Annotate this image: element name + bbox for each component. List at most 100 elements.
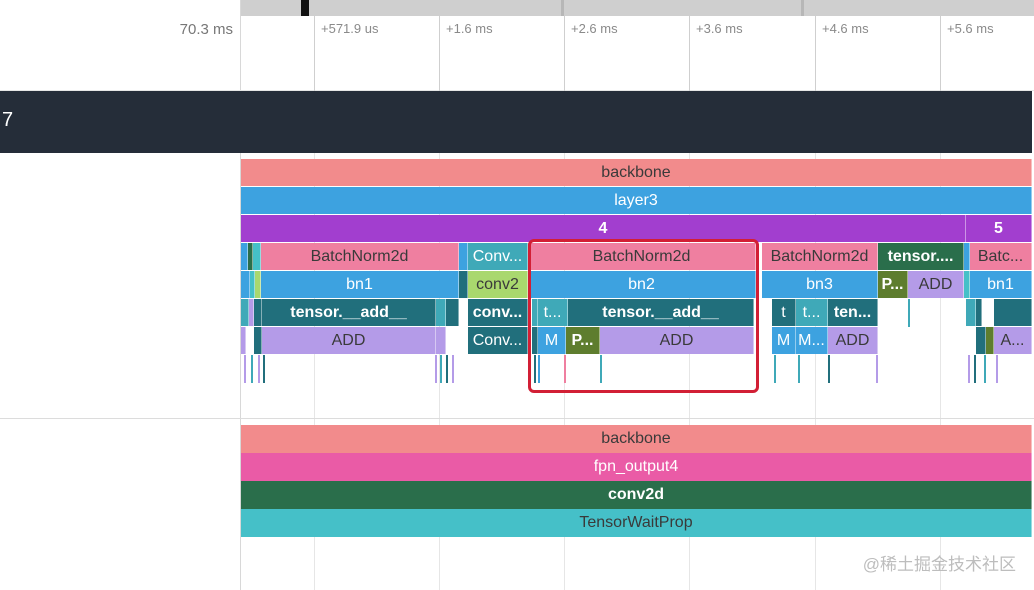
slice-tensor-wait-prop[interactable]: TensorWaitProp — [241, 509, 1032, 537]
slice-p[interactable]: P... — [566, 327, 600, 354]
slice-small[interactable] — [241, 243, 248, 270]
slice-thin[interactable] — [564, 355, 566, 383]
slice-conv[interactable]: conv... — [468, 299, 528, 326]
ruler-tick-label: +3.6 ms — [696, 21, 743, 36]
ruler-tick-label: +571.9 us — [321, 21, 379, 36]
slice-small[interactable] — [253, 243, 261, 270]
overview-segment — [561, 0, 564, 16]
slice-small[interactable] — [976, 327, 986, 354]
ruler-tick — [689, 16, 690, 91]
slice-conv2[interactable]: conv2 — [468, 271, 528, 298]
watermark-text: @稀土掘金技术社区 — [862, 555, 1016, 574]
track-separator — [0, 418, 1034, 419]
slice-thin[interactable] — [798, 355, 800, 383]
slice-thin[interactable] — [534, 355, 536, 383]
slice-small[interactable] — [436, 327, 446, 354]
slice-small[interactable] — [250, 271, 255, 298]
slice-layer3[interactable]: layer3 — [241, 187, 1032, 214]
slice-tensor[interactable]: ten... — [828, 299, 878, 326]
slice-t[interactable]: t... — [796, 299, 828, 326]
slice-bn3[interactable]: bn3 — [762, 271, 878, 298]
slice-small[interactable] — [976, 299, 982, 326]
time-ruler[interactable]: 70.3 ms — [0, 16, 1034, 91]
slice-thin[interactable] — [258, 355, 260, 383]
ruler-tick-label: +1.6 ms — [446, 21, 493, 36]
slice-small[interactable] — [254, 299, 262, 326]
slice-thin[interactable] — [452, 355, 454, 383]
slice-thin[interactable] — [251, 355, 253, 383]
slice-small[interactable] — [532, 327, 538, 354]
slice-bn1[interactable]: bn1 — [970, 271, 1032, 298]
slice-thin[interactable] — [538, 355, 540, 383]
slice-conv[interactable]: Conv... — [468, 243, 528, 270]
slice-small[interactable] — [436, 299, 446, 326]
slice-small[interactable] — [964, 243, 970, 270]
slice-fpn-output4[interactable]: fpn_output4 — [241, 453, 1032, 481]
slice-conv2d[interactable]: conv2d — [241, 481, 1032, 509]
slice-thin[interactable] — [263, 355, 265, 383]
overview-marker — [301, 0, 309, 16]
slice-m[interactable]: M — [772, 327, 796, 354]
slice-backbone[interactable]: backbone — [241, 425, 1032, 453]
slice-small[interactable] — [459, 243, 468, 270]
slice-add[interactable]: ADD — [828, 327, 878, 354]
overview-segment — [801, 0, 804, 16]
slice-small[interactable] — [241, 271, 250, 298]
slice-t[interactable]: t — [772, 299, 796, 326]
slice-conv[interactable]: Conv... — [468, 327, 528, 354]
slice-bn2[interactable]: bn2 — [528, 271, 756, 298]
slice-small[interactable] — [966, 299, 976, 326]
slice-small[interactable] — [532, 299, 538, 326]
ruler-start-time: 70.3 ms — [179, 21, 233, 38]
slice-batchnorm2d[interactable]: Batc... — [970, 243, 1032, 270]
slice-block-5[interactable]: 5 — [966, 215, 1032, 242]
slice-p[interactable]: P... — [878, 271, 908, 298]
slice-backbone[interactable]: backbone — [241, 159, 1032, 186]
slice-block-4[interactable]: 4 — [241, 215, 966, 242]
slice-add[interactable]: ADD — [908, 271, 964, 298]
slice-thin[interactable] — [876, 355, 878, 383]
ruler-tick — [940, 16, 941, 91]
slice-thin[interactable] — [984, 355, 986, 383]
slice-batchnorm2d[interactable]: BatchNorm2d — [261, 243, 459, 270]
slice-small[interactable] — [249, 299, 254, 326]
slice-tensor[interactable]: tensor.... — [878, 243, 964, 270]
slice-m[interactable]: M — [538, 327, 566, 354]
slice-thin[interactable] — [600, 355, 602, 383]
slice-thin[interactable] — [435, 355, 437, 383]
slice-small[interactable] — [446, 299, 459, 326]
slice-small[interactable] — [459, 271, 468, 298]
slice-add[interactable]: A... — [994, 327, 1032, 354]
slice-small[interactable] — [241, 299, 249, 326]
slice-batchnorm2d[interactable]: BatchNorm2d — [528, 243, 756, 270]
track-label-column — [0, 0, 241, 590]
ruler-tick-label: +4.6 ms — [822, 21, 869, 36]
slice-add[interactable]: ADD — [600, 327, 754, 354]
slice-tensor-add[interactable]: tensor.__add__ — [262, 299, 436, 326]
slice-add[interactable]: ADD — [262, 327, 436, 354]
slice-small[interactable] — [255, 271, 261, 298]
slice-tensor-add[interactable]: tensor.__add__ — [568, 299, 754, 326]
slice-thin[interactable] — [968, 355, 970, 383]
slice-small[interactable] — [964, 271, 970, 298]
slice-thin[interactable] — [828, 355, 830, 383]
grid-line — [815, 153, 816, 590]
slice-t[interactable]: t... — [538, 299, 568, 326]
slice-small[interactable] — [254, 327, 262, 354]
slice-thin[interactable] — [244, 355, 246, 383]
slice-m[interactable]: M... — [796, 327, 828, 354]
slice-thin[interactable] — [996, 355, 998, 383]
slice-batchnorm2d[interactable]: BatchNorm2d — [762, 243, 878, 270]
slice-small[interactable] — [986, 327, 994, 354]
slice-small[interactable] — [248, 243, 253, 270]
slice-small[interactable] — [241, 327, 246, 354]
slice-small[interactable] — [994, 299, 1032, 326]
slice-thin[interactable] — [974, 355, 976, 383]
slice-thin[interactable] — [446, 355, 448, 383]
slice-bn1[interactable]: bn1 — [261, 271, 459, 298]
slice-thin[interactable] — [440, 355, 442, 383]
slice-thin[interactable] — [908, 299, 910, 327]
overview-strip[interactable] — [241, 0, 1034, 16]
process-track-header[interactable]: 7 — [0, 91, 1032, 153]
slice-thin[interactable] — [774, 355, 776, 383]
